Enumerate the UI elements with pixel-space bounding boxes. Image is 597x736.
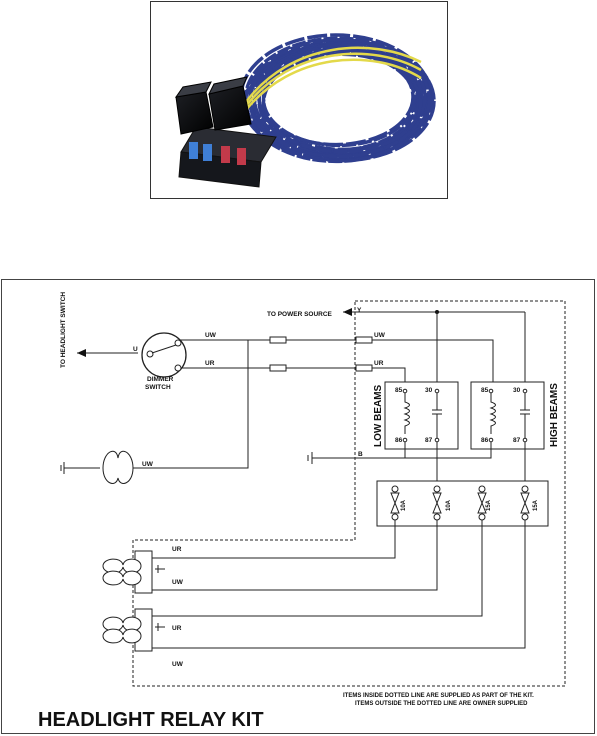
- to-headlight-switch-label: TO HEADLIGHT SWITCH: [60, 292, 67, 368]
- harness-illustration: [174, 33, 436, 188]
- pin-86-high: 86: [481, 437, 489, 444]
- diagram-title: HEADLIGHT RELAY KIT: [38, 709, 264, 731]
- to-power-source-label: TO POWER SOURCE: [267, 311, 333, 318]
- fuse: [390, 485, 400, 521]
- connector: [355, 336, 373, 344]
- dimmer-label-2: SWITCH: [145, 384, 171, 391]
- product-photo: [150, 1, 448, 199]
- fuse-red: [237, 148, 246, 165]
- uw-label-dimmer: UW: [205, 332, 217, 339]
- dimmer-label-1: DIMMER: [147, 376, 174, 383]
- kit-boundary: [132, 300, 566, 687]
- uw-label-headlamp: UW: [142, 461, 154, 468]
- fuse-blue: [189, 142, 198, 159]
- fuse-blue: [203, 144, 212, 161]
- fuse-label-2: 10A: [446, 499, 452, 511]
- relay-high-beams: 85 86 30 87: [470, 381, 545, 450]
- uw-label-lamp2: UW: [172, 661, 184, 668]
- power-arrow: [343, 308, 352, 316]
- fuse: [432, 485, 442, 521]
- pin-30-high: 30: [513, 387, 521, 394]
- fuse-label-1: 10A: [401, 499, 407, 511]
- note-line-1: ITEMS INSIDE DOTTED LINE ARE SUPPLIED AS…: [343, 693, 534, 699]
- headlamp-assembly-2: [102, 608, 165, 652]
- uw-label-kit: UW: [374, 332, 386, 339]
- wire-loop: [261, 50, 417, 148]
- fuse: [477, 485, 487, 521]
- yellow-wire: [245, 46, 422, 103]
- connector: [355, 364, 373, 372]
- fuse: [520, 485, 530, 521]
- dimmer-switch: [141, 332, 187, 378]
- uw-label-lamp1: UW: [172, 579, 184, 586]
- fuse-label-3: 15A: [486, 499, 492, 511]
- wire-coil: [239, 33, 436, 164]
- connector: [269, 364, 287, 372]
- fuse-block: [178, 126, 277, 188]
- headlamp-assembly-1: [102, 550, 165, 594]
- wiring-diagram-frame: [1, 279, 595, 734]
- pin-87-high: 87: [513, 437, 521, 444]
- u-wire-label: U: [133, 346, 138, 353]
- ur-label-lamp2: UR: [172, 625, 182, 632]
- pin-30-low: 30: [425, 387, 433, 394]
- fuse-red: [221, 146, 230, 163]
- pin-86-low: 86: [395, 437, 403, 444]
- fuse-block-diagram: [376, 480, 549, 527]
- fuse-label-4: 15A: [533, 499, 539, 511]
- headlamp-bulb: [102, 450, 134, 484]
- ur-label-kit: UR: [374, 360, 384, 367]
- note-line-2: ITEMS OUTSIDE THE DOTTED LINE ARE OWNER …: [355, 701, 528, 707]
- yellow-wire: [245, 52, 422, 107]
- ur-label-dimmer: UR: [205, 360, 215, 367]
- relay-right: [208, 76, 252, 131]
- relay-low-beams: 85 86 30 87: [384, 381, 459, 450]
- ur-label-lamp1: UR: [172, 546, 182, 553]
- low-beams-label: LOW BEAMS: [373, 384, 384, 447]
- connector: [269, 336, 287, 344]
- pin-87-low: 87: [425, 437, 433, 444]
- b-wire-label: B: [358, 451, 363, 458]
- y-wire-label: Y: [357, 307, 362, 314]
- relay-left: [174, 81, 214, 135]
- high-beams-label: HIGH BEAMS: [549, 383, 560, 447]
- yellow-wire: [245, 58, 422, 111]
- pin-85-low: 85: [395, 387, 403, 394]
- pin-85-high: 85: [481, 387, 489, 394]
